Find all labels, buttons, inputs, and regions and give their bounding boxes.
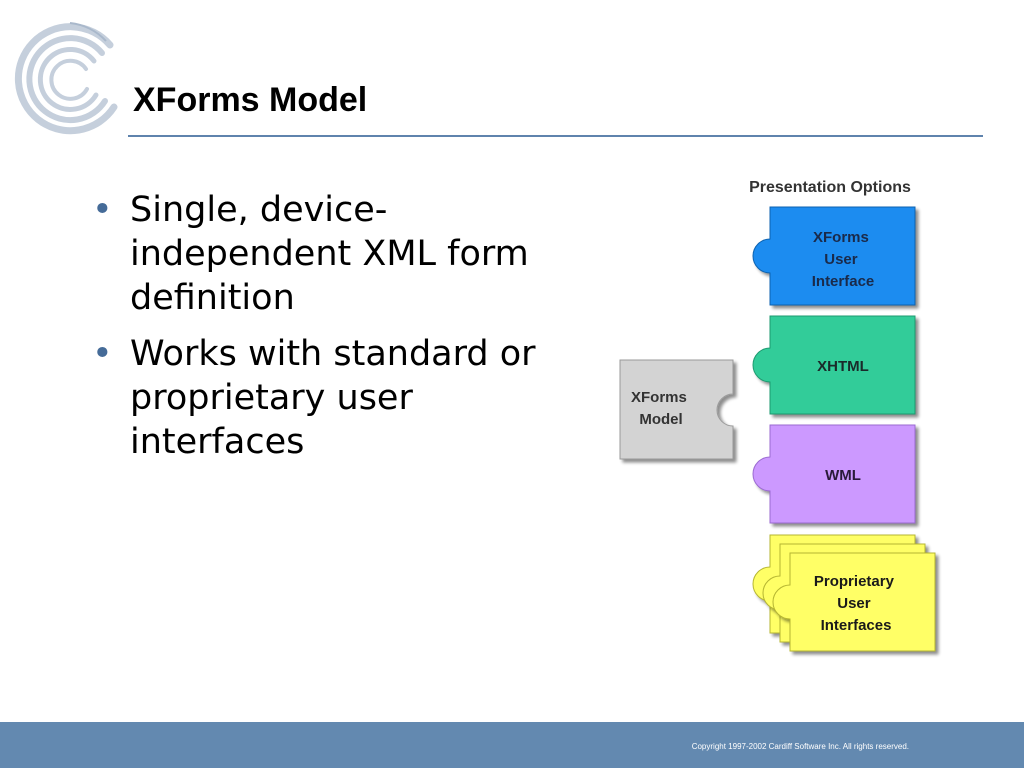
- footer-bar: Copyright 1997-2002 Cardiff Software Inc…: [0, 722, 1024, 768]
- bullet-text: Single, device-independent XML form defi…: [130, 190, 529, 318]
- xhtml-piece: [752, 315, 916, 415]
- xhtml-label: XHTML: [817, 358, 869, 375]
- xforms-ui-label-line: Interface: [812, 273, 875, 290]
- bullet-list: • Single, device-independent XML form de…: [92, 188, 592, 476]
- bullet-dot-icon: •: [92, 190, 113, 230]
- slide-title: XForms Model: [133, 81, 368, 119]
- proprietary-label-line: User: [837, 595, 871, 612]
- svg-text:Proprietary User Inter: Proprietary User Interfaces: [814, 573, 898, 634]
- proprietary-label-line: Interfaces: [821, 617, 892, 634]
- bullet-item: • Works with standard or proprietary use…: [92, 332, 592, 464]
- wml-label: WML: [825, 467, 861, 484]
- wml-piece: [752, 424, 916, 524]
- proprietary-label-line: Proprietary: [814, 573, 895, 590]
- bullet-text: Works with standard or proprietary user …: [130, 334, 536, 462]
- bullet-dot-icon: •: [92, 334, 113, 374]
- svg-text:XForms Model: XForms Model: [631, 389, 691, 428]
- diagram-heading: Presentation Options: [749, 179, 911, 196]
- xforms-ui-piece: [752, 206, 916, 306]
- xforms-model-piece: [619, 359, 734, 460]
- proprietary-ui-stack: [752, 534, 936, 652]
- bullet-item: • Single, device-independent XML form de…: [92, 188, 592, 320]
- xforms-ui-label-line: User: [824, 251, 858, 268]
- title-underline: [128, 135, 983, 137]
- model-label-line: Model: [639, 411, 682, 428]
- model-label-line: XForms: [631, 389, 687, 406]
- svg-text:XForms User Interface: XForms User Interface: [812, 229, 875, 290]
- xforms-ui-label-line: XForms: [813, 229, 869, 246]
- presentation-options-diagram: Presentation Options XForms Model XForms…: [619, 179, 936, 652]
- copyright-text: Copyright 1997-2002 Cardiff Software Inc…: [691, 742, 909, 751]
- cardiff-swirl-logo-icon: [14, 22, 118, 135]
